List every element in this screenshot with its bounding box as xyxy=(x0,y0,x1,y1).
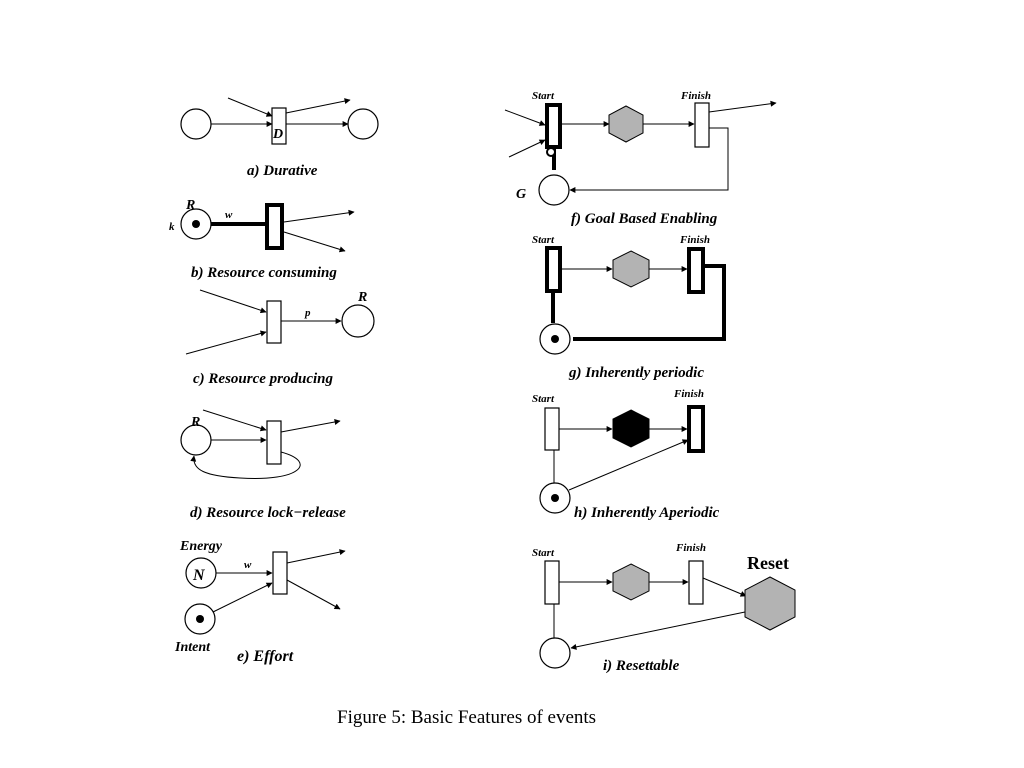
caption-a: a) Durative xyxy=(247,163,318,179)
panel-a-durative: D a) Durative xyxy=(180,97,379,179)
start-label: Start xyxy=(532,90,555,102)
caption-e: e) Effort xyxy=(237,648,294,665)
input-place xyxy=(180,108,212,140)
finish-transition xyxy=(687,405,705,453)
finish-transition xyxy=(687,247,705,294)
producing-transition xyxy=(266,300,282,344)
panel-c-resource-producing: p R c) Resource producing xyxy=(185,289,375,387)
activity-hexagon xyxy=(612,250,650,288)
start-transition xyxy=(544,407,560,451)
resource-label: R xyxy=(357,290,367,305)
panel-g-inherently-periodic: Start Finish g) Inherently periodic xyxy=(532,234,726,381)
goal-label: G xyxy=(516,187,526,202)
effort-transition xyxy=(272,551,288,595)
reset-target-place xyxy=(539,637,571,669)
finish-label: Finish xyxy=(680,90,711,102)
reset-hexagon xyxy=(744,576,796,631)
caption-g: g) Inherently periodic xyxy=(568,365,704,381)
output-place xyxy=(347,108,379,140)
activity-hexagon xyxy=(612,563,650,601)
weight-label: p xyxy=(304,307,311,319)
token xyxy=(196,615,204,623)
start-label: Start xyxy=(532,393,555,405)
panel-i-resettable: Start Finish Reset i) Resettable xyxy=(532,542,796,674)
weight-label: w xyxy=(225,209,233,221)
figure-caption: Figure 5: Basic Features of events xyxy=(337,707,596,728)
finish-transition xyxy=(688,560,704,605)
energy-label: Energy xyxy=(179,539,223,554)
finish-transition xyxy=(694,102,710,148)
weight-label: w xyxy=(244,559,252,571)
consuming-transition xyxy=(265,203,284,250)
lock-transition xyxy=(266,420,282,465)
resource-place xyxy=(341,304,375,338)
caption-d: d) Resource lock−release xyxy=(190,505,346,521)
start-label: Start xyxy=(532,547,555,559)
reset-label: Reset xyxy=(747,553,789,573)
panel-f-goal-based-enabling: Start Finish G f) Goal Based Enabling xyxy=(504,90,777,227)
finish-label: Finish xyxy=(679,234,710,246)
transition-label: D xyxy=(272,127,283,142)
caption-b: b) Resource consuming xyxy=(191,265,337,281)
intent-label: Intent xyxy=(174,640,211,655)
finish-label: Finish xyxy=(673,388,704,400)
resource-label: R xyxy=(190,415,200,430)
durative-transition xyxy=(271,107,287,145)
activity-hexagon xyxy=(608,105,644,143)
caption-c: c) Resource producing xyxy=(193,371,333,387)
start-label: Start xyxy=(532,234,555,246)
resource-label: R xyxy=(185,198,195,213)
start-transition xyxy=(544,560,560,605)
token-count-label: k xyxy=(169,221,175,233)
caption-h: h) Inherently Aperiodic xyxy=(574,505,720,521)
finish-label: Finish xyxy=(675,542,706,554)
token xyxy=(551,494,559,502)
caption-f: f) Goal Based Enabling xyxy=(571,211,718,227)
start-transition xyxy=(545,246,562,293)
panel-b-resource-consuming: R k w b) Resource consuming xyxy=(169,198,355,281)
activity-hexagon-filled xyxy=(612,409,650,448)
panel-h-inherently-aperiodic: Start Finish h) Inherently Aperiodic xyxy=(532,388,720,521)
panel-d-resource-lock-release: R d) Resource lock−release xyxy=(180,409,346,521)
energy-count-label: N xyxy=(192,567,206,584)
token xyxy=(192,220,200,228)
panel-e-effort: Energy N w Intent e) Effort xyxy=(174,539,346,665)
token xyxy=(551,335,559,343)
goal-place xyxy=(538,174,570,206)
caption-i: i) Resettable xyxy=(603,658,680,674)
start-transition xyxy=(545,103,562,149)
